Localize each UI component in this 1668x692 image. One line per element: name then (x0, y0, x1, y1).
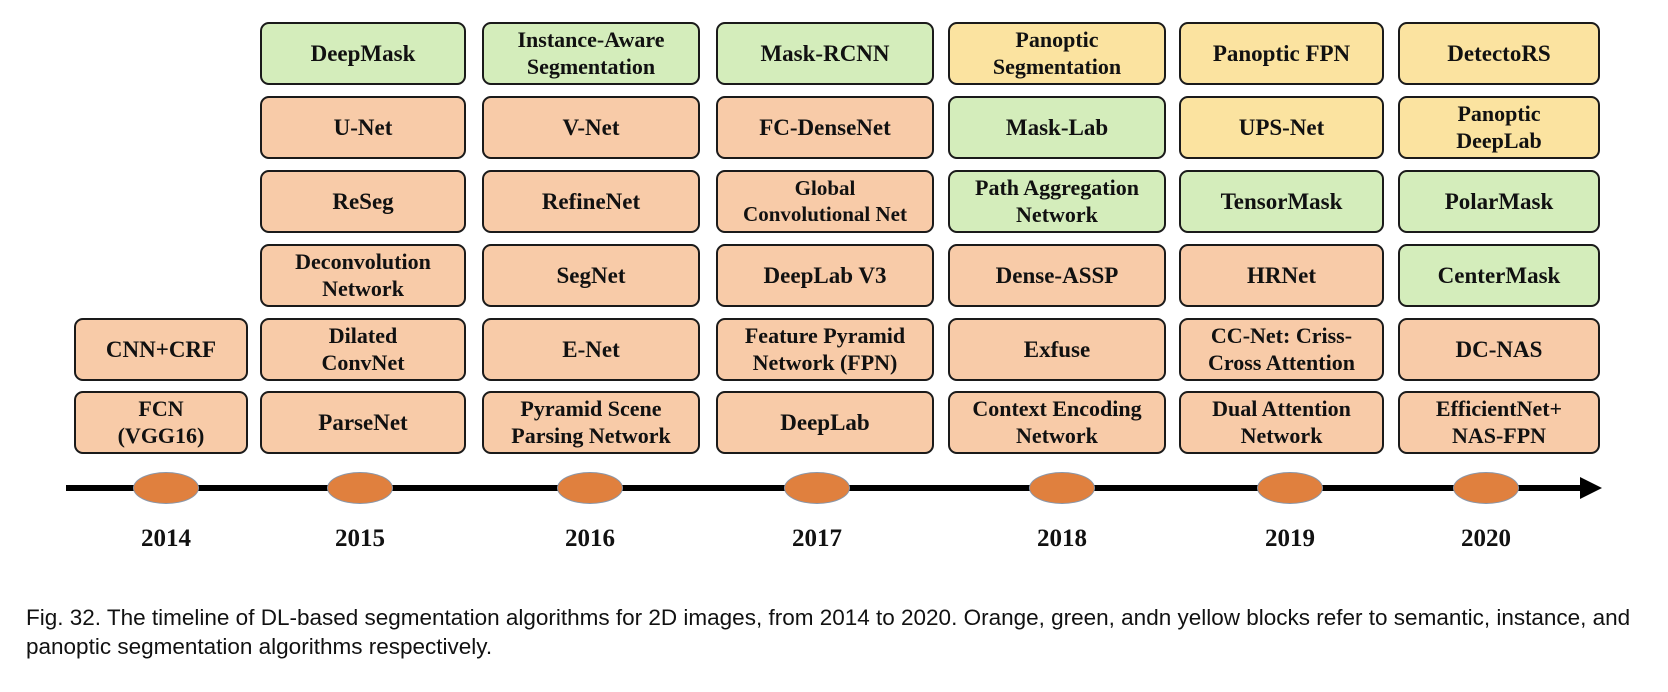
block-fcn-vgg16: FCN(VGG16) (74, 391, 248, 454)
block-e-net: E-Net (482, 318, 700, 381)
year-marker-2018 (1029, 472, 1095, 504)
year-marker-2017 (784, 472, 850, 504)
block-dense-assp: Dense-ASSP (948, 244, 1166, 307)
block-panoptic-fpn: Panoptic FPN (1179, 22, 1384, 85)
year-label-2015: 2015 (335, 525, 385, 552)
block-u-net: U-Net (260, 96, 466, 159)
year-marker-2014 (133, 472, 199, 504)
block-reseg: ReSeg (260, 170, 466, 233)
block-mask-rcnn: Mask-RCNN (716, 22, 934, 85)
block-detectors: DetectoRS (1398, 22, 1600, 85)
year-label-2016: 2016 (565, 525, 615, 552)
block-deeplab: DeepLab (716, 391, 934, 454)
block-refinenet: RefineNet (482, 170, 700, 233)
year-marker-2016 (557, 472, 623, 504)
block-parsenet: ParseNet (260, 391, 466, 454)
block-deeplab-v3: DeepLab V3 (716, 244, 934, 307)
year-marker-2020 (1453, 472, 1519, 504)
block-tensormask: TensorMask (1179, 170, 1384, 233)
year-label-2020: 2020 (1461, 525, 1511, 552)
timeline-arrowhead (1580, 477, 1602, 499)
year-marker-2015 (327, 472, 393, 504)
year-label-2018: 2018 (1037, 525, 1087, 552)
block-fc-densenet: FC-DenseNet (716, 96, 934, 159)
year-marker-2019 (1257, 472, 1323, 504)
block-exfuse: Exfuse (948, 318, 1166, 381)
year-label-2017: 2017 (792, 525, 842, 552)
block-ups-net: UPS-Net (1179, 96, 1384, 159)
block-polarmask: PolarMask (1398, 170, 1600, 233)
block-deepmask: DeepMask (260, 22, 466, 85)
figure-caption: Fig. 32. The timeline of DL-based segmen… (26, 605, 1631, 659)
block-efficientnet-nas-fpn: EfficientNet+NAS-FPN (1398, 391, 1600, 454)
block-hrnet: HRNet (1179, 244, 1384, 307)
block-v-net: V-Net (482, 96, 700, 159)
block-segnet: SegNet (482, 244, 700, 307)
year-label-2019: 2019 (1265, 525, 1315, 552)
year-label-2014: 2014 (141, 525, 191, 552)
block-centermask: CenterMask (1398, 244, 1600, 307)
block-cc-net-criss-cross-attention: CC-Net: Criss-Cross Attention (1179, 318, 1384, 381)
block-cnn-crf: CNN+CRF (74, 318, 248, 381)
block-dc-nas: DC-NAS (1398, 318, 1600, 381)
block-mask-lab: Mask-Lab (948, 96, 1166, 159)
